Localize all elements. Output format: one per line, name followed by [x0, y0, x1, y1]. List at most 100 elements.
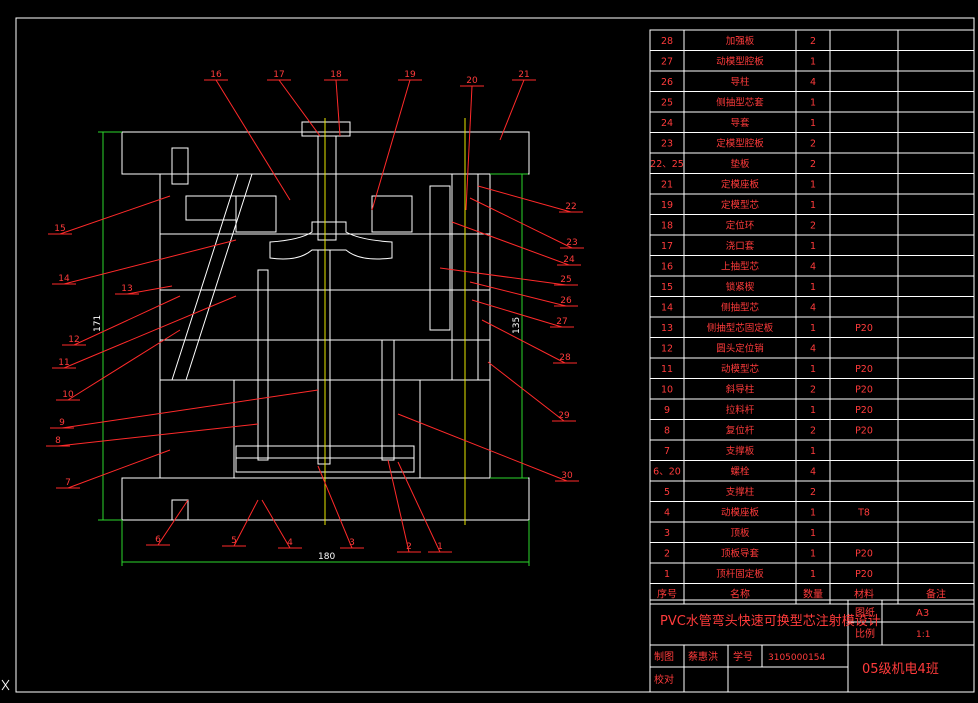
bom-cell-name: 定模型腔板: [716, 138, 764, 150]
balloon-label: 30: [561, 471, 573, 481]
bom-cell-qty: 1: [810, 446, 816, 457]
bom-cell-name: 导套: [730, 117, 750, 129]
balloon-label: 25: [560, 275, 571, 285]
leader-line: [278, 79, 321, 137]
bom-cell-name: 侧抽型芯固定板: [707, 322, 774, 334]
balloon-label: 6: [155, 535, 161, 545]
bom-cell-no: 8: [664, 426, 670, 437]
sprue-bushing: [317, 135, 337, 241]
bom-cell-name: 侧抽型芯: [721, 302, 760, 314]
bom-cell-name: 垫板: [730, 158, 750, 170]
dim-height-171: 171: [93, 315, 103, 332]
balloon-label: 28: [559, 353, 571, 363]
drawing-title: PVC水管弯头快速可换型芯注射模设计: [660, 613, 881, 629]
bom-cell-qty: 1: [810, 569, 816, 580]
class-name: 05级机电4班: [862, 662, 939, 677]
bom-cell-name: 上抽型芯: [721, 261, 760, 273]
balloon-label: 20: [466, 76, 478, 86]
balloon-label: 24: [563, 255, 575, 265]
bom-cell-no: 6、20: [653, 467, 681, 478]
spacer-block-right: [419, 379, 491, 479]
bom-cell-no: 25: [661, 98, 673, 109]
balloon-label: 23: [566, 238, 577, 248]
bom-cell-no: 16: [661, 262, 673, 273]
leader-line: [126, 285, 173, 295]
bom-cell-name: 顶板导套: [721, 548, 760, 560]
side-core-block-left: [185, 195, 237, 221]
balloon-label: 1: [437, 542, 443, 552]
leader-line: [59, 195, 171, 235]
bom-cell-qty: 1: [810, 57, 816, 68]
sprue-puller: [317, 249, 331, 465]
balloon-label: 29: [558, 411, 570, 421]
leader-line: [371, 79, 411, 211]
bom-cell-material: P20: [855, 364, 873, 375]
drawn-label: 制图: [654, 650, 674, 663]
student-id-value: 3105000154: [768, 653, 826, 663]
sheet-value: A3: [916, 608, 929, 619]
bom-cell-name: 导柱: [730, 76, 750, 88]
bom-cell-qty: 2: [810, 221, 816, 232]
bom-cell-name: 动模座板: [721, 507, 760, 519]
leader-line: [387, 459, 410, 553]
leader-line: [67, 329, 181, 401]
balloon-label: 2: [406, 542, 412, 552]
leader-line: [397, 461, 441, 553]
bom-cell-name: 斜导柱: [726, 384, 755, 396]
bom-cell-qty: 1: [810, 241, 816, 252]
leader-line: [471, 299, 563, 328]
bom-header-name: 名称: [730, 588, 750, 601]
bom-cell-qty: 1: [810, 364, 816, 375]
bom-cell-no: 14: [661, 303, 673, 314]
bom-cell-qty: 1: [810, 405, 816, 416]
bom-cell-qty: 2: [810, 426, 816, 437]
bom-cell-qty: 1: [810, 200, 816, 211]
leader-line: [73, 295, 181, 346]
bom-cell-no: 28: [661, 36, 673, 47]
bom-cell-no: 9: [664, 405, 670, 416]
bom-cell-qty: 4: [810, 303, 816, 314]
leader-line: [157, 499, 189, 546]
bom-cell-qty: 2: [810, 159, 816, 170]
bom-cell-no: 12: [661, 344, 673, 355]
bom-cell-name: 螺栓: [730, 466, 750, 478]
dim-width-180: 180: [318, 552, 335, 562]
bom-cell-qty: 1: [810, 118, 816, 129]
balloon-label: 21: [518, 70, 529, 80]
balloon-label: 8: [55, 436, 61, 446]
leader-line: [465, 85, 473, 211]
bom-cell-name: 动模型芯: [721, 363, 760, 375]
bom-cell-qty: 1: [810, 323, 816, 334]
balloon-label: 3: [349, 538, 355, 548]
bom-cell-no: 17: [661, 241, 673, 252]
bom-cell-material: P20: [855, 569, 873, 580]
leader-lines: [46, 79, 584, 553]
title-block: PVC水管弯头快速可换型芯注射模设计 图纸 A3 比例 1:1 制图 蔡惠洪 学…: [649, 599, 975, 693]
balloon-label: 4: [287, 538, 293, 548]
balloon-label: 11: [58, 358, 69, 368]
balloon-label: 7: [65, 478, 71, 488]
ejector-guide: [381, 339, 395, 461]
bom-cell-no: 11: [661, 364, 673, 375]
balloon-label: 26: [560, 296, 572, 306]
bom-cell-qty: 2: [810, 385, 816, 396]
bom-cell-qty: 2: [810, 487, 816, 498]
scale-value: 1:1: [916, 630, 930, 640]
upper-core-right: [371, 195, 413, 233]
bom-cell-no: 24: [661, 118, 673, 129]
bom-header-material: 材料: [854, 588, 874, 601]
leader-line: [215, 79, 291, 201]
bom-cell-name: 定位环: [726, 220, 755, 232]
leader-line: [233, 499, 259, 547]
bom-cell-qty: 1: [810, 508, 816, 519]
leader-line: [317, 465, 353, 549]
balloon-label: 15: [54, 224, 65, 234]
bom-cell-name: 动模型腔板: [716, 56, 764, 68]
screw-left-bottom: [171, 499, 189, 521]
bom-cell-name: 锁紧楔: [726, 281, 755, 293]
bom-cell-no: 10: [661, 385, 673, 396]
bom-cell-no: 21: [661, 180, 673, 191]
leader-line: [499, 79, 525, 141]
balloon-label: 14: [58, 274, 70, 284]
